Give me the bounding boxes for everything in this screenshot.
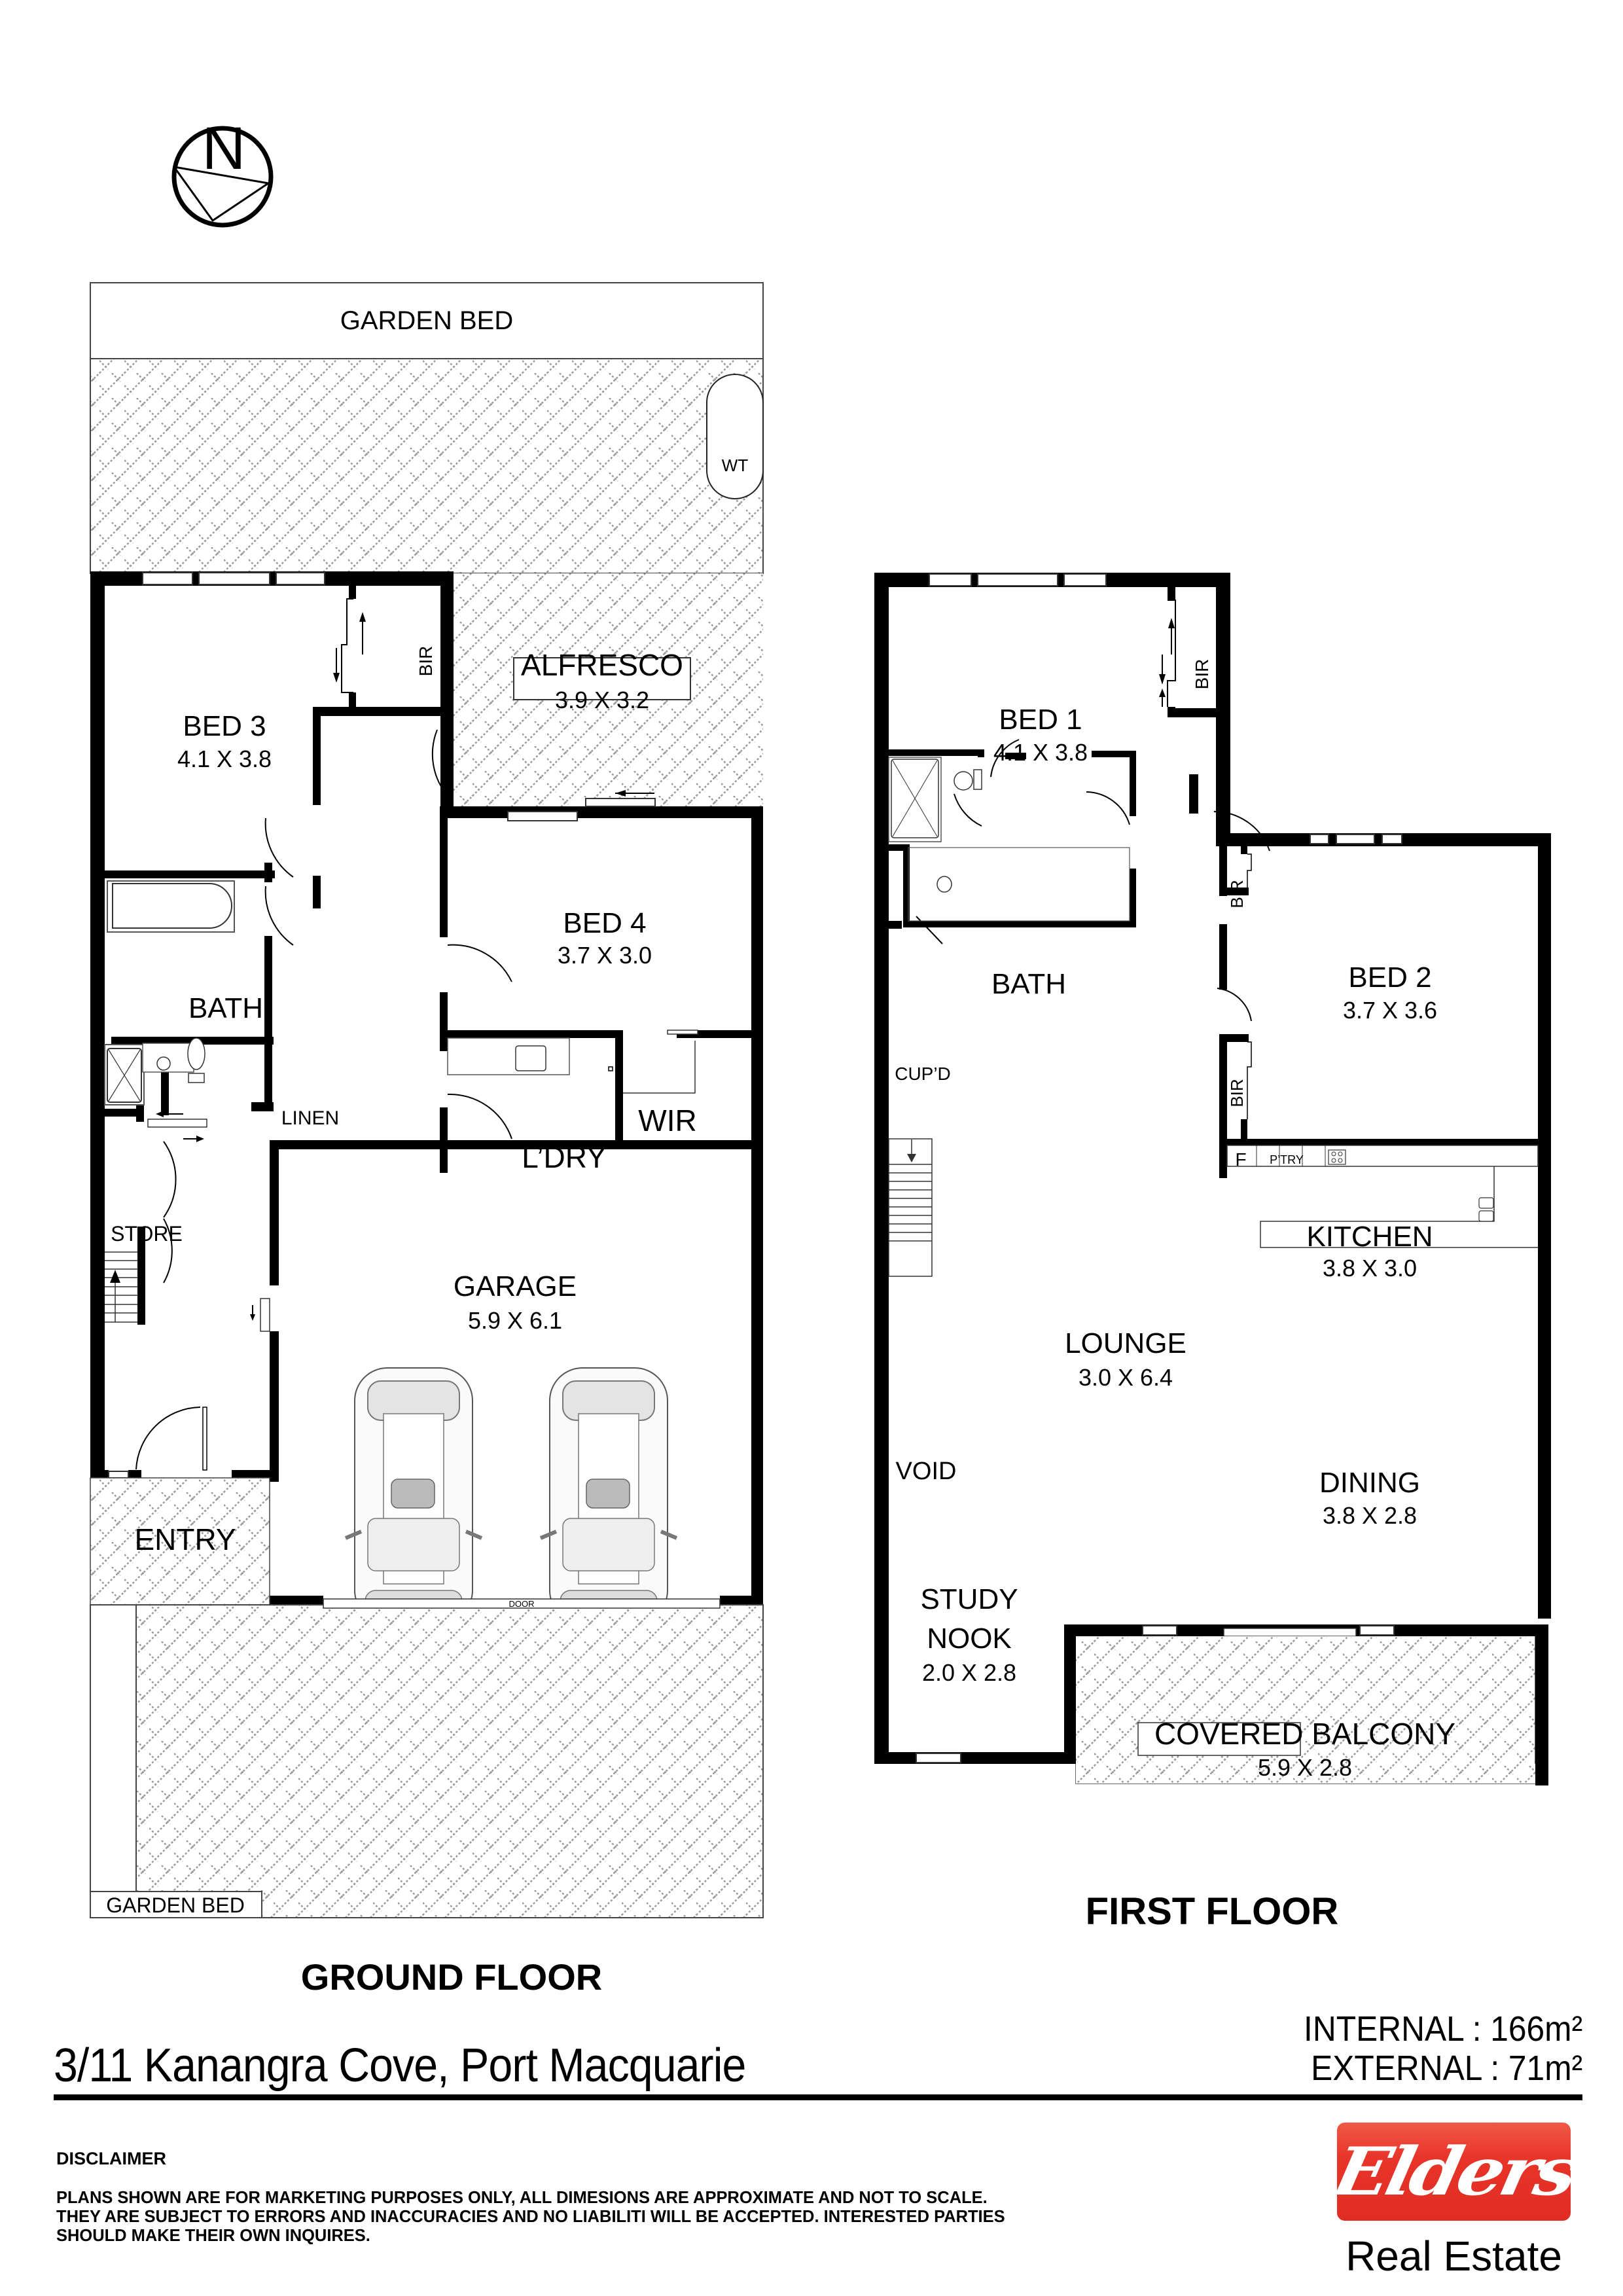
- room-label-garage: GARAGE: [454, 1270, 577, 1302]
- room-size-study-nook: 2.0 X 2.8: [922, 1659, 1016, 1686]
- room-size-bed2: 3.7 X 3.6: [1343, 997, 1437, 1024]
- room-label-bed1: BED 1: [999, 704, 1082, 736]
- room-size-dining: 3.8 X 2.8: [1323, 1502, 1417, 1529]
- room-label-bed1-bir: BIR: [1192, 659, 1212, 690]
- room-size-lounge: 3.0 X 6.4: [1079, 1364, 1173, 1391]
- first-floor-labels: BED 1 4.1 X 3.8 BIR BED 2 3.7 X 3.6 BIR …: [895, 659, 1455, 1933]
- room-label-lounge: LOUNGE: [1065, 1327, 1186, 1359]
- room-label-bath-first: BATH: [991, 968, 1066, 1000]
- car-icon-right: [539, 1367, 678, 1624]
- paved-yard: [90, 358, 764, 574]
- room-label-bed2-bir-top: BIR: [1227, 880, 1247, 908]
- car-icon-left: [344, 1367, 483, 1624]
- room-label-bed3: BED 3: [183, 710, 266, 742]
- room-label-water-tank: WT: [722, 456, 749, 475]
- room-label-study-nook-line2: NOOK: [927, 1623, 1012, 1655]
- compass-north-label: N: [202, 115, 245, 182]
- room-label-bed3-bir: BIR: [416, 646, 436, 677]
- room-label-garden-bed-top: GARDEN BED: [340, 306, 514, 335]
- divider-rule: [54, 2094, 1582, 2100]
- elders-logo: Elders: [1327, 2123, 1581, 2221]
- room-label-dining: DINING: [1319, 1467, 1420, 1499]
- room-label-alfresco: ALFRESCO: [521, 648, 683, 682]
- garage-door-label: DOOR: [509, 1599, 535, 1609]
- room-label-pantry: P’TRY: [1270, 1153, 1304, 1166]
- room-label-laundry: L’DRY: [522, 1140, 607, 1174]
- property-areas: INTERNAL : 166m² EXTERNAL : 71m²: [1304, 2009, 1582, 2088]
- room-label-bath-ground: BATH: [188, 992, 263, 1024]
- room-label-bed2-bir-bottom: BIR: [1227, 1079, 1247, 1107]
- room-label-bed4: BED 4: [563, 907, 646, 939]
- room-label-kitchen: KITCHEN: [1306, 1221, 1433, 1253]
- room-label-entry: ENTRY: [134, 1522, 236, 1556]
- room-label-cupboard: CUP’D: [895, 1064, 951, 1084]
- water-tank-icon: [706, 374, 764, 499]
- ground-floor-labels: GARDEN BED WT ALFRESCO 3.9 X 3.2 BED 3 4…: [106, 306, 748, 1998]
- first-floor-plan: [874, 573, 1551, 1785]
- elders-logo-text: Elders: [1327, 2133, 1581, 2210]
- brand-subtitle: Real Estate: [1346, 2233, 1562, 2280]
- room-size-bed3: 4.1 X 3.8: [177, 745, 272, 772]
- disclaimer-title: DISCLAIMER: [56, 2149, 166, 2168]
- first-floor-title: FIRST FLOOR: [1086, 1890, 1339, 1933]
- room-label-linen: LINEN: [281, 1107, 339, 1129]
- internal-area: INTERNAL : 166m²: [1303, 2009, 1582, 2049]
- room-size-garage: 5.9 X 6.1: [468, 1307, 562, 1334]
- room-label-store: STORE: [111, 1222, 183, 1246]
- disclaimer-body: PLANS SHOWN ARE FOR MARKETING PURPOSES O…: [56, 2187, 1005, 2245]
- room-label-wir: WIR: [638, 1103, 696, 1138]
- room-label-void: VOID: [896, 1458, 957, 1485]
- garden-bed-top: [90, 282, 764, 359]
- room-label-covered-balcony: COVERED BALCONY: [1154, 1717, 1455, 1751]
- external-area: EXTERNAL : 71m²: [1310, 2049, 1582, 2088]
- room-label-garden-bed-bottom: GARDEN BED: [106, 1893, 245, 1917]
- room-size-covered-balcony: 5.9 X 2.8: [1258, 1754, 1352, 1781]
- room-size-bed1: 4.1 X 3.8: [993, 739, 1088, 766]
- ground-floor-title: GROUND FLOOR: [301, 1956, 602, 1998]
- property-address: 3/11 Kanangra Cove, Port Macquarie: [54, 2039, 746, 2092]
- room-label-study-nook-line1: STUDY: [920, 1583, 1018, 1615]
- ground-floor-plan: [90, 282, 764, 1918]
- room-label-fridge: F: [1235, 1149, 1246, 1170]
- room-size-alfresco: 3.9 X 3.2: [555, 687, 649, 713]
- room-size-kitchen: 3.8 X 3.0: [1323, 1255, 1417, 1282]
- room-label-bed2: BED 2: [1348, 961, 1431, 994]
- north-compass-icon: N: [171, 115, 274, 228]
- room-size-bed4: 3.7 X 3.0: [558, 942, 652, 969]
